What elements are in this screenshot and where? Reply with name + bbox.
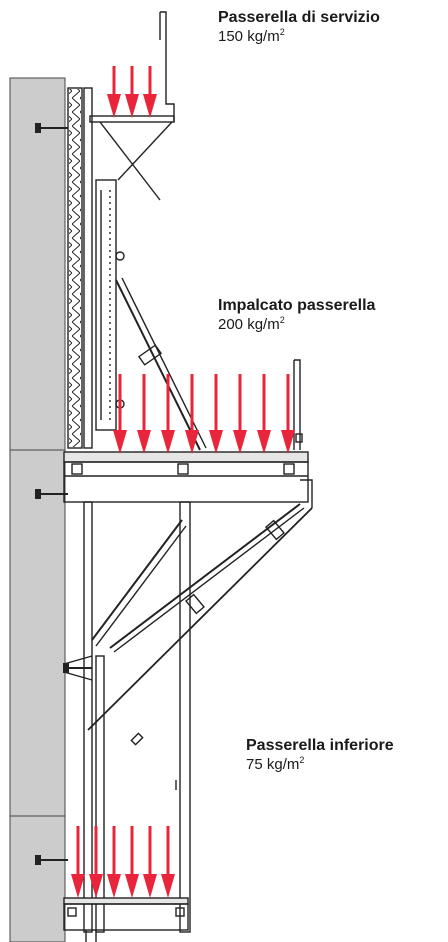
suspended-frame [63, 479, 313, 933]
load-title-deck: Impalcato passerella [218, 297, 376, 314]
load-arrow-deck-5 [209, 374, 223, 454]
load-arrow-service-1 [107, 66, 121, 118]
load-arrows-lower [71, 826, 175, 898]
load-arrow-deck-2 [137, 374, 151, 454]
lower-walkway [63, 897, 189, 942]
load-arrow-lower-1 [71, 826, 85, 898]
load-arrow-service-3 [143, 66, 157, 118]
load-arrow-lower-5 [143, 826, 157, 898]
load-label-lower: Passerella inferiore 75 kg/m2 [246, 736, 394, 775]
load-title-service: Passerella di servizio [218, 9, 380, 26]
load-arrows-service [107, 66, 157, 118]
upper-climbing-frame [67, 11, 207, 451]
load-arrows-deck [113, 374, 295, 454]
load-value-deck: 200 kg/m2 [218, 315, 285, 334]
load-label-deck: Impalcato passerella 200 kg/m2 [218, 296, 375, 335]
load-arrow-deck-7 [257, 374, 271, 454]
load-arrow-lower-3 [107, 826, 121, 898]
load-value-service: 150 kg/m2 [218, 27, 285, 46]
load-arrow-deck-1 [113, 374, 127, 454]
load-value-lower: 75 kg/m2 [246, 755, 305, 774]
load-arrow-lower-6 [161, 826, 175, 898]
load-arrow-lower-4 [125, 826, 139, 898]
load-arrow-deck-8 [281, 374, 295, 454]
load-arrow-deck-6 [233, 374, 247, 454]
load-arrow-deck-3 [161, 374, 175, 454]
load-arrow-lower-2 [89, 826, 103, 898]
load-arrow-deck-4 [185, 374, 199, 454]
concrete-wall [9, 77, 66, 942]
load-label-service: Passerella di servizio 150 kg/m2 [218, 8, 380, 47]
load-title-lower: Passerella inferiore [246, 737, 394, 754]
load-arrow-service-2 [125, 66, 139, 118]
